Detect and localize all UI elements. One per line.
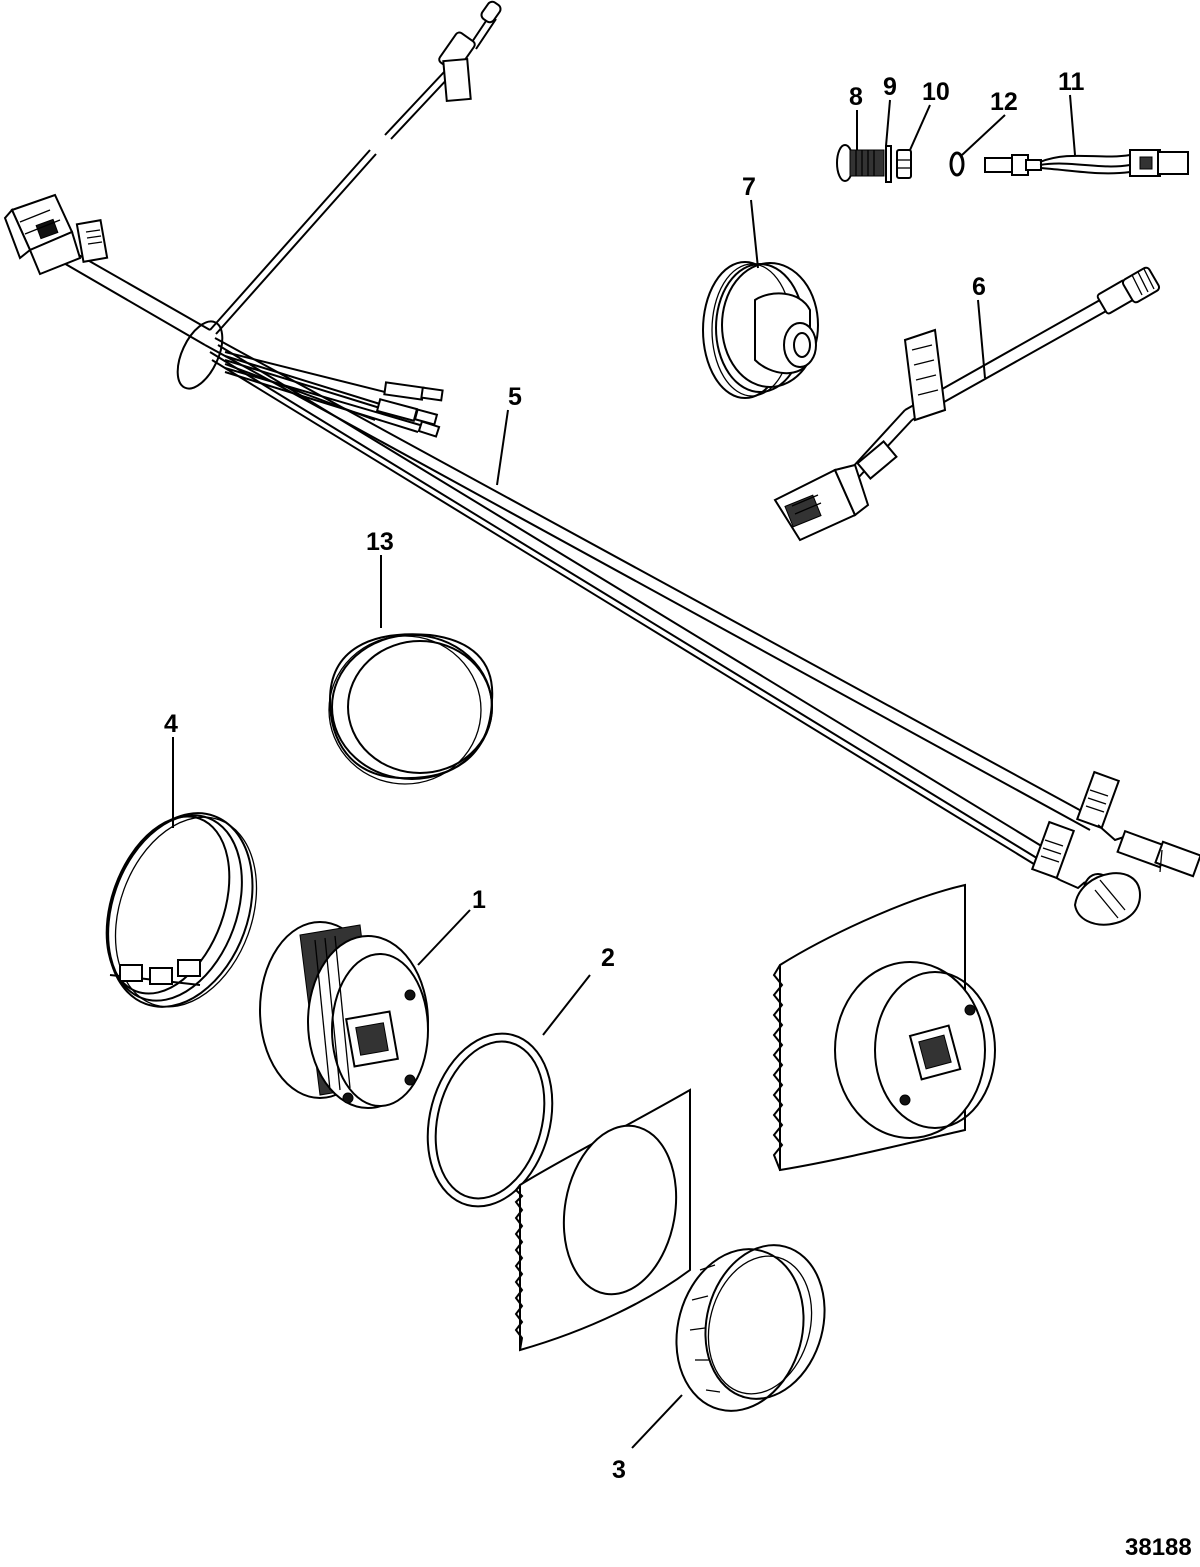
figure-number: 38188 <box>1125 1534 1192 1561</box>
callout-labels: 1 2 3 4 5 6 7 8 9 10 11 12 13 38188 <box>164 68 1192 1561</box>
boot-7 <box>702 261 819 399</box>
adapter-harness-6 <box>773 266 1161 542</box>
callout-7: 7 <box>742 173 756 201</box>
callout-3: 3 <box>612 1456 626 1484</box>
harness-connector-right-lower <box>1059 872 1142 926</box>
mounting-panel-rear <box>772 883 996 1172</box>
callout-6: 6 <box>972 273 986 301</box>
callout-1: 1 <box>472 886 486 914</box>
bezel-13 <box>328 633 494 785</box>
callout-10: 10 <box>922 78 950 106</box>
callout-8: 8 <box>849 83 863 111</box>
callout-9: 9 <box>883 73 897 101</box>
nut-10 <box>896 149 912 179</box>
harness-connector-left <box>3 193 82 276</box>
screw-8 <box>836 144 885 182</box>
callout-12: 12 <box>990 88 1018 116</box>
mounting-nut-3 <box>675 1244 826 1412</box>
sensor-lead-upper <box>209 0 502 335</box>
callout-11: 11 <box>1058 68 1085 96</box>
trim-ring-4 <box>105 812 258 1008</box>
callout-4: 4 <box>164 710 178 738</box>
callout-2: 2 <box>601 944 615 972</box>
washer-9 <box>885 145 892 183</box>
callout-5: 5 <box>508 383 522 411</box>
gasket-2 <box>426 1032 554 1208</box>
mounting-panel-front <box>514 1088 691 1352</box>
o-ring-12 <box>949 151 965 177</box>
gauge-1 <box>259 921 429 1109</box>
harness-connector-right-upper <box>1097 824 1200 878</box>
sensor-lead-11 <box>984 149 1189 177</box>
callout-13: 13 <box>366 528 394 556</box>
leader-lines <box>172 94 1076 1449</box>
harness-5 <box>3 193 1200 926</box>
